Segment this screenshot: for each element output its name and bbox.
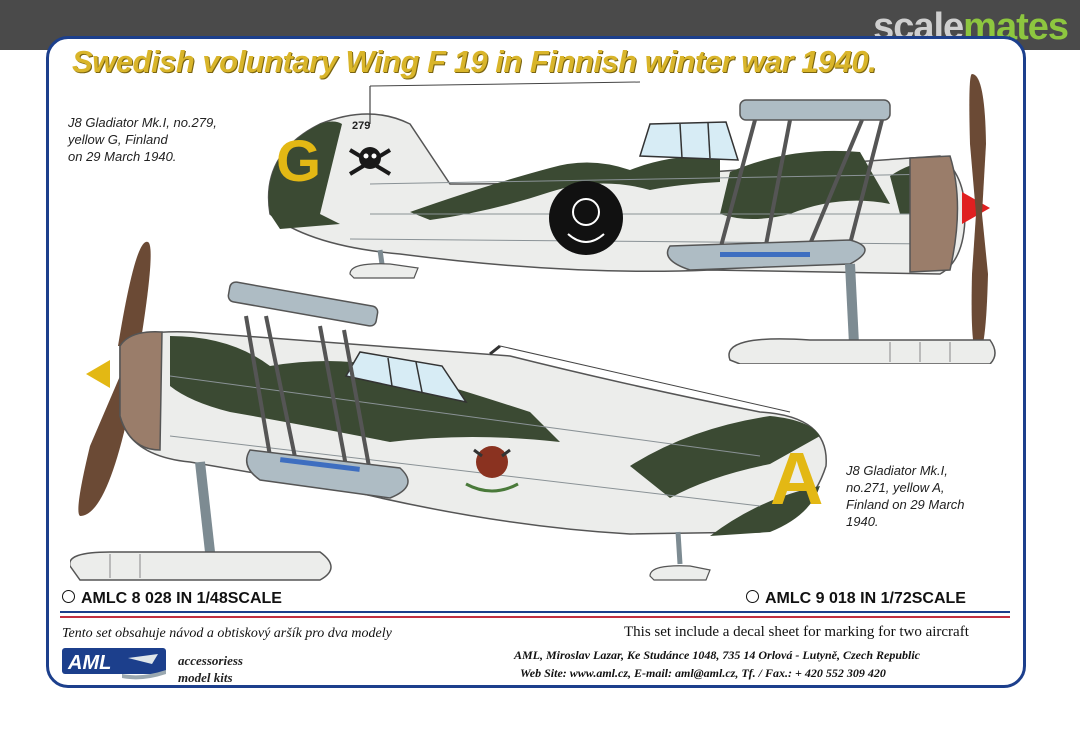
bull-emblem-icon [476, 446, 508, 478]
company-tagline: accessoriess model kits [178, 653, 243, 685]
top-code-letter: G [276, 129, 322, 194]
company-address: AML, Miroslav Lazar, Ke Studánce 1048, 7… [514, 648, 921, 662]
top-aircraft-caption: J8 Gladiator Mk.I, no.279, yellow G, Fin… [68, 115, 217, 164]
svg-text:AML: AML [67, 652, 111, 674]
bottom-aircraft-profile [70, 241, 827, 581]
aml-logo: AML [62, 648, 166, 680]
scalemates-watermark: scalemates [873, 6, 1069, 48]
top-tail-marking: 279 [352, 120, 371, 132]
top-aircraft-profile [267, 74, 996, 364]
sheet-title: Swedish voluntary Wing F 19 in Finnish w… [72, 44, 877, 79]
english-note: This set include a decal sheet for marki… [624, 624, 969, 640]
scale-option-1-72[interactable]: AMLC 9 018 IN 1/72SCALE [746, 590, 966, 608]
radio-circle-icon[interactable] [746, 590, 759, 604]
divider-red [60, 616, 1010, 618]
divider-white [60, 614, 1010, 615]
company-contact: Web Site: www.aml.cz, E-mail: aml@aml.cz… [520, 666, 886, 680]
bottom-aircraft-caption: J8 Gladiator Mk.I, no.271, yellow A, Fin… [846, 463, 965, 529]
bottom-code-letter: A [770, 437, 824, 520]
divider-blue [60, 611, 1010, 613]
scale-option-1-48[interactable]: AMLC 8 028 IN 1/48SCALE [62, 590, 282, 608]
radio-circle-icon[interactable] [62, 590, 75, 604]
czech-note: Tento set obsahuje návod a obtiskový arš… [62, 626, 392, 641]
unit-badge-icon [549, 181, 623, 255]
